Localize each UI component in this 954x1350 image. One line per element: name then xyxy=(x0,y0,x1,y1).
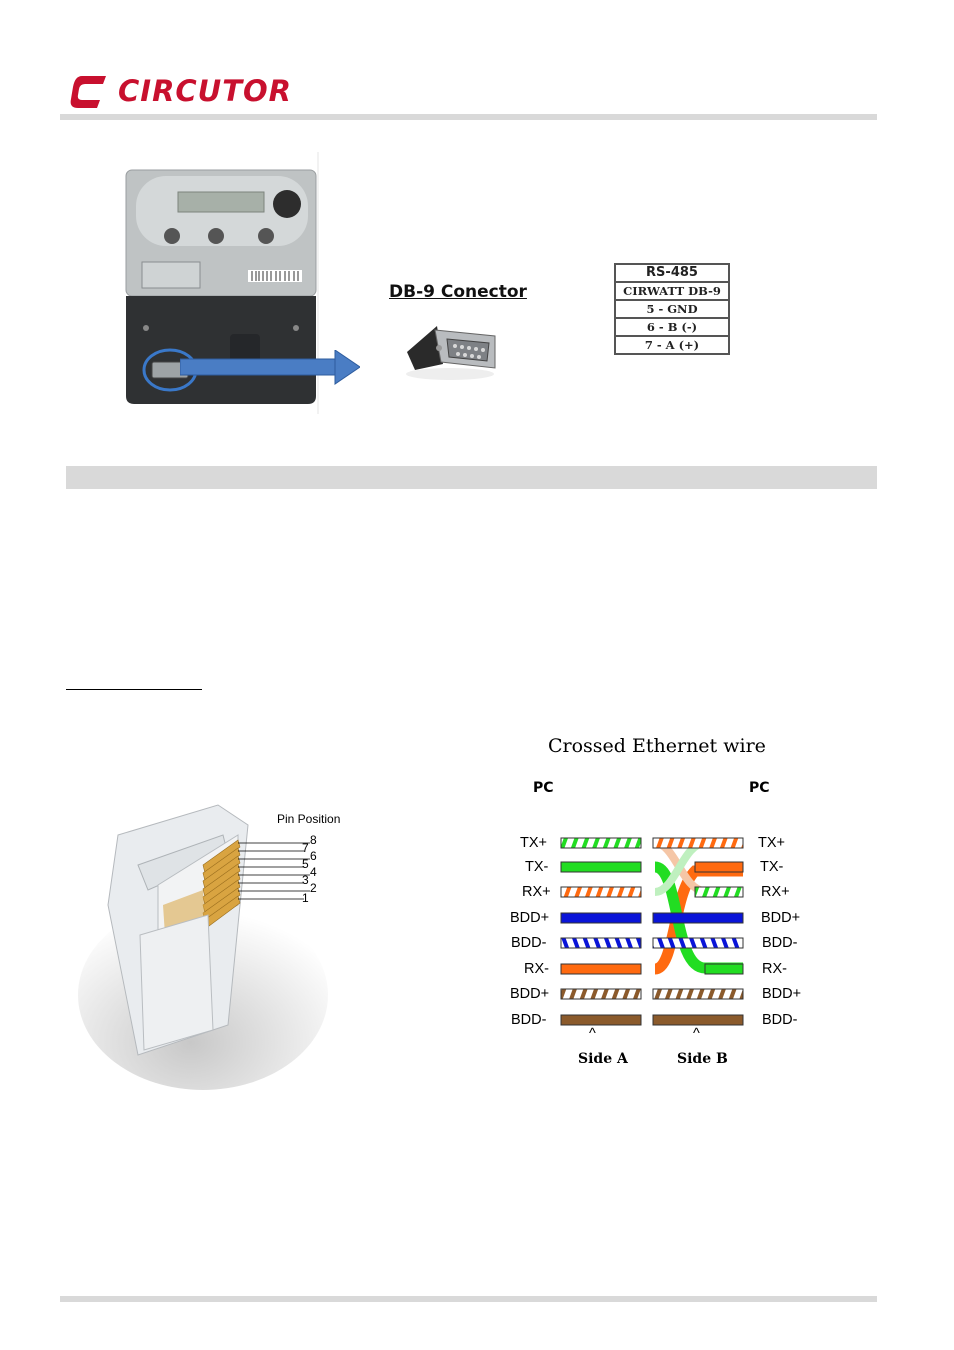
pin-number: 2 xyxy=(310,881,317,895)
header-rule xyxy=(60,114,877,120)
brand-logo: CIRCUTOR xyxy=(70,72,310,112)
wire-left-bddminus xyxy=(560,937,642,949)
right-wire-label: BDD- xyxy=(762,1012,798,1028)
left-wire-label: BDD+ xyxy=(510,910,550,926)
footer-rule xyxy=(60,1296,877,1302)
pin-number: 5 xyxy=(302,857,309,871)
crossed-wire-diagram xyxy=(560,837,744,1026)
side-b-caret: ^ xyxy=(693,1026,700,1042)
left-wire-label: BDD- xyxy=(511,935,547,951)
table-cell: 7 - A (+) xyxy=(614,335,730,355)
table-row: 6 - B (-) xyxy=(614,317,730,337)
wire-right-bddplus2 xyxy=(652,988,744,1000)
left-wire-label: TX+ xyxy=(520,835,547,851)
heading-underline xyxy=(66,689,202,690)
right-wire-label: RX+ xyxy=(761,884,790,900)
wire-left-txplus xyxy=(560,837,642,849)
left-wire-label: RX+ xyxy=(522,884,551,900)
table-row: CIRWATT DB-9 xyxy=(614,281,730,301)
wire-left-bddminus2 xyxy=(560,1014,642,1026)
wire-right-bddplus xyxy=(652,912,744,924)
wire-left-bddplus2 xyxy=(560,988,642,1000)
brand-name: CIRCUTOR xyxy=(118,74,292,108)
db9-connector-image xyxy=(406,326,496,380)
pin-number: 4 xyxy=(310,865,317,879)
side-b-label: Side B xyxy=(677,1051,728,1067)
rs485-pin-table: RS-485 CIRWATT DB-9 5 - GND 6 - B (-) 7 … xyxy=(614,263,730,355)
table-row: 7 - A (+) xyxy=(614,335,730,355)
pin-number: 7 xyxy=(302,841,309,855)
rj45-connector-image xyxy=(78,795,378,1090)
pin-number: 6 xyxy=(310,849,317,863)
left-wire-label: BDD- xyxy=(511,1012,547,1028)
table-row: 5 - GND xyxy=(614,299,730,319)
right-pc-label: PC xyxy=(749,780,770,796)
pin-number: 8 xyxy=(310,833,317,847)
side-a-label: Side A xyxy=(578,1051,628,1067)
pin-position-title: Pin Position xyxy=(277,812,341,826)
wire-left-bddplus xyxy=(560,912,642,924)
wire-right-bddminus2 xyxy=(652,1014,744,1026)
arrow-icon xyxy=(180,350,360,385)
wire-left-rxminus xyxy=(560,963,642,975)
left-wire-label: BDD+ xyxy=(510,986,550,1002)
wire-right-bddminus xyxy=(652,937,744,949)
table-cell: RS-485 xyxy=(614,263,730,283)
wire-left-rxplus xyxy=(560,886,642,898)
circutor-logo-icon xyxy=(70,76,106,108)
table-row: RS-485 xyxy=(614,263,730,283)
right-wire-label: RX- xyxy=(762,961,787,977)
meter-photo xyxy=(90,152,320,414)
section-band xyxy=(66,466,877,489)
wire-right-rxplus xyxy=(694,886,744,898)
left-wire-label: RX- xyxy=(524,961,549,977)
table-cell: 6 - B (-) xyxy=(614,317,730,337)
wire-left-txminus xyxy=(560,861,642,873)
side-a-caret: ^ xyxy=(589,1026,596,1042)
right-wire-label: TX- xyxy=(760,859,784,875)
wire-right-txminus xyxy=(694,861,744,873)
wire-right-rxminus xyxy=(704,963,744,975)
left-wire-label: TX- xyxy=(525,859,549,875)
right-wire-label: BDD+ xyxy=(761,910,801,926)
pin-number: 3 xyxy=(302,873,309,887)
ethernet-title: Crossed Ethernet wire xyxy=(548,735,766,757)
right-wire-label: BDD+ xyxy=(762,986,802,1002)
right-wire-label: TX+ xyxy=(758,835,785,851)
table-cell: 5 - GND xyxy=(614,299,730,319)
left-pc-label: PC xyxy=(533,780,554,796)
right-wire-label: BDD- xyxy=(762,935,798,951)
table-cell: CIRWATT DB-9 xyxy=(614,281,730,301)
db9-title: DB-9 Conector xyxy=(389,282,527,302)
wire-right-txplus xyxy=(652,837,744,849)
pin-number: 1 xyxy=(302,891,309,905)
